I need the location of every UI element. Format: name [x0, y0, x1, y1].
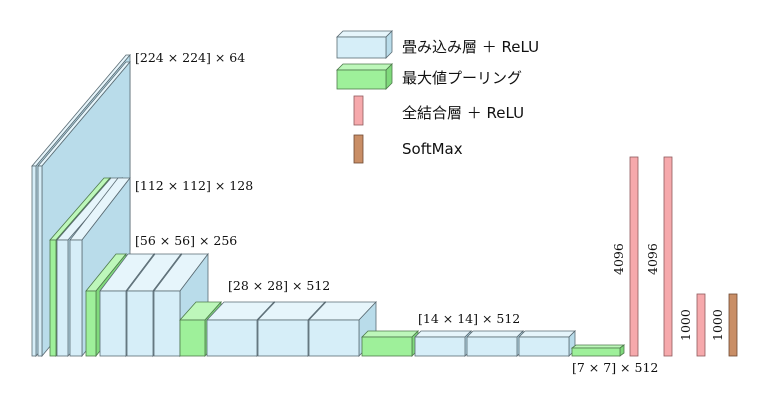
stage3-dimension-label: [56 × 56] × 256: [135, 233, 237, 248]
fc-layer-3-bar: [696, 293, 706, 357]
legend-softmax-label: SoftMax: [402, 140, 463, 158]
legend-pool-label: 最大値プーリング: [402, 69, 522, 87]
legend-conv-swatch: [336, 30, 393, 59]
stage2-dimension-label: [112 × 112] × 128: [135, 178, 253, 193]
stage5-dimension-label: [14 × 14] × 512: [418, 311, 520, 326]
legend: 畳み込み層 ＋ ReLU 最大値プーリング 全結合層 ＋ ReLU SoftMa…: [336, 30, 539, 164]
pool-layer-4: [361, 330, 419, 357]
conv-layer-5a: [414, 330, 472, 357]
fc-layer-1-bar: [629, 156, 639, 357]
legend-softmax-swatch: [353, 134, 364, 164]
stage1-dimension-label: [224 × 224] × 64: [135, 50, 245, 65]
block4-layers: [179, 300, 377, 358]
fc3-size-label: 1000: [678, 309, 693, 341]
legend-fc-label: 全結合層 ＋ ReLU: [402, 104, 524, 122]
fc2-size-label: 4096: [645, 243, 660, 275]
block3-layers: [85, 252, 209, 358]
legend-conv-label: 畳み込み層 ＋ ReLU: [402, 38, 539, 56]
pool-layer-5: [570, 344, 626, 357]
stage4-dimension-label: [28 × 28] × 512: [228, 278, 330, 293]
stage6-dimension-label: [7 × 7] × 512: [572, 360, 658, 375]
fc4-size-label: 1000: [710, 309, 725, 341]
block5-layers: [361, 330, 576, 357]
legend-fc-swatch: [353, 95, 364, 126]
legend-pool-swatch: [336, 63, 393, 90]
softmax-layer-bar: [728, 293, 738, 357]
conv-layer-5c: [518, 330, 576, 357]
fc-layer-2-bar: [663, 156, 673, 357]
fc1-size-label: 4096: [611, 243, 626, 275]
conv-layer-5b: [466, 330, 524, 357]
